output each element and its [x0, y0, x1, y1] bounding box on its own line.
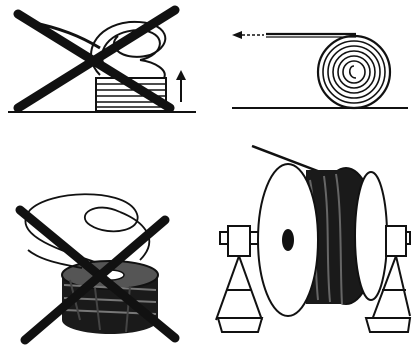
- rolling-coil: [318, 36, 390, 108]
- panel-coil-pull-off-incorrect: [0, 0, 206, 120]
- panel-reel-flat-pull-off-incorrect: [0, 180, 206, 347]
- panel-coil-roll-out-correct: [206, 0, 412, 120]
- direction-arrow-icon: [232, 31, 264, 39]
- lift-arrow-icon: [176, 70, 186, 102]
- panel-reel-on-stands-correct: [206, 140, 412, 347]
